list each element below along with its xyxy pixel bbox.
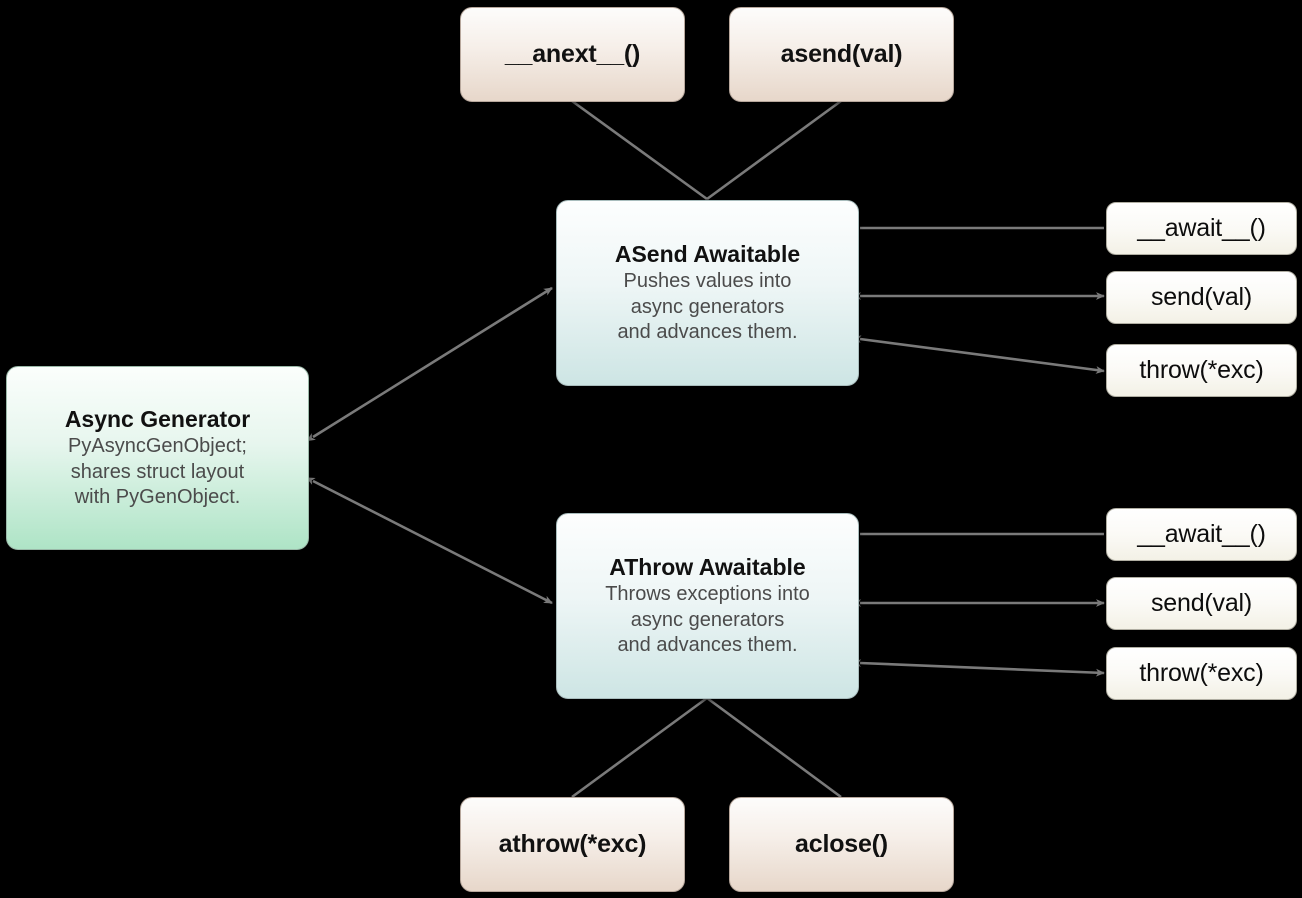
node-athrow-method-await-label: __await__() [1137,520,1266,548]
node-anext[interactable]: __anext__() [460,7,685,102]
node-asend-label: asend(val) [780,40,903,68]
node-athrow-awaitable-title: AThrow Awaitable [609,553,806,580]
node-athrow-awaitable[interactable]: AThrow Awaitable Throws exceptions into … [556,513,859,699]
node-async-generator-desc-line-1: PyAsyncGenObject; [68,434,247,457]
node-asend-method-send[interactable]: send(val) [1106,271,1297,324]
edge-anext-to-asend-awaitable [571,99,708,201]
node-asend-awaitable-desc-line-3: and advances them. [617,321,798,344]
node-athrow-awaitable-desc-line-3: and advances them. [617,634,798,657]
edge-aclose-to-athrow-awaitable [706,696,842,799]
edge-asend-awaitable-to-throw [852,335,1105,374]
node-async-generator-title: Async Generator [64,405,251,432]
node-anext-label: __anext__() [504,40,641,68]
node-asend-method-send-label: send(val) [1150,283,1253,311]
node-asend-method-throw-label: throw(*exc) [1139,356,1264,384]
node-aclose[interactable]: aclose() [729,797,954,892]
node-asend-method-await[interactable]: __await__() [1106,202,1297,255]
node-asend-method-await-label: __await__() [1137,214,1266,242]
node-athrow-method-send[interactable]: send(val) [1106,577,1297,630]
node-async-generator[interactable]: Async Generator PyAsyncGenObject; shares… [6,366,309,550]
edge-generator-to-athrow-awaitable [305,477,553,605]
node-asend-awaitable-desc-line-1: Pushes values into [623,269,792,292]
node-athrow[interactable]: athrow(*exc) [460,797,685,892]
node-asend-awaitable-title: ASend Awaitable [614,240,801,267]
node-athrow-method-await[interactable]: __await__() [1106,508,1297,561]
node-athrow-method-throw-label: throw(*exc) [1139,659,1264,687]
node-async-generator-desc-line-3: with PyGenObject. [74,486,241,509]
node-athrow-awaitable-desc-line-1: Throws exceptions into [605,582,810,605]
edge-athrow-to-athrow-awaitable [571,696,708,799]
edge-generator-to-asend-awaitable [306,286,553,442]
edge-asend-to-asend-awaitable [706,99,842,201]
node-athrow-label: athrow(*exc) [498,830,647,858]
node-athrow-awaitable-desc-line-2: async generators [630,608,785,631]
node-athrow-method-throw[interactable]: throw(*exc) [1106,647,1297,700]
node-athrow-method-send-label: send(val) [1150,589,1253,617]
node-asend-method-throw[interactable]: throw(*exc) [1106,344,1297,397]
node-asend-awaitable[interactable]: ASend Awaitable Pushes values into async… [556,200,859,386]
edge-athrow-awaitable-to-throw [852,659,1105,677]
node-aclose-label: aclose() [795,830,888,858]
node-asend-awaitable-desc-line-2: async generators [630,295,785,318]
node-asend[interactable]: asend(val) [729,7,954,102]
node-async-generator-desc-line-2: shares struct layout [70,460,245,483]
